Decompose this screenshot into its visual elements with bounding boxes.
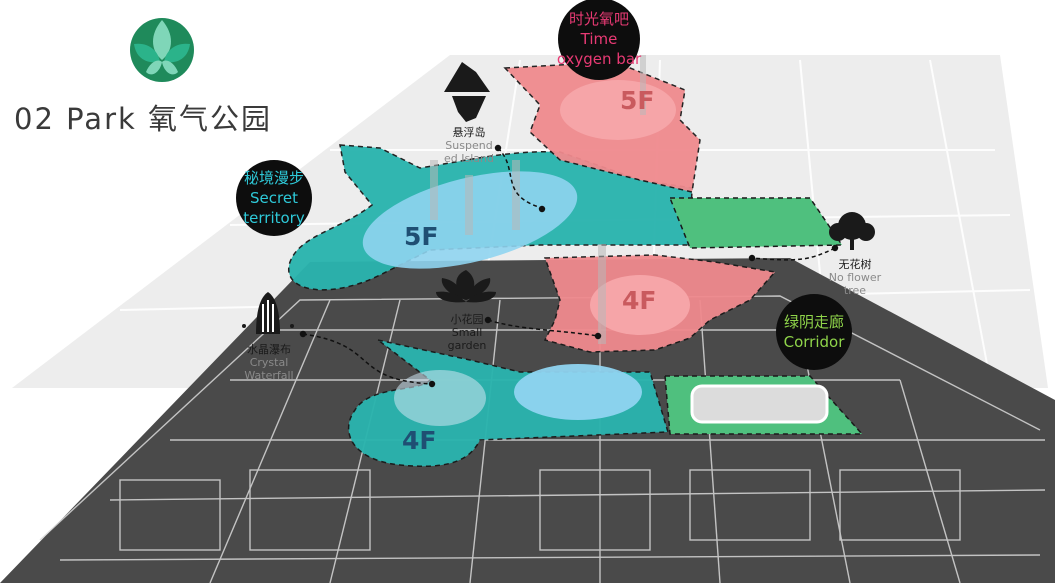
label-en: garden <box>447 339 487 352</box>
label-en: Suspend <box>445 139 493 152</box>
label-en: tree <box>843 284 867 297</box>
bubble-zh: 绿阴走廊 <box>783 313 844 331</box>
green-zone-5f <box>668 197 844 249</box>
bubble-time-oxygen-bar: 时光氧吧 Time oxygen bar <box>556 0 642 80</box>
floor-label-4f-pink: 4F <box>622 286 657 315</box>
waterfall-sculpture-4f <box>394 370 486 426</box>
bubble-secret-territory: 秘境漫步 Secret territory <box>236 160 312 236</box>
glass-columns <box>430 55 646 344</box>
tree-icon <box>829 212 875 250</box>
leader-lines <box>302 147 836 385</box>
bubble-corridor: 绿阴走廊 Corridor <box>776 294 852 370</box>
pool-4f <box>514 364 642 420</box>
floor-label-5f-teal: 5F <box>404 222 439 251</box>
green-leaf-flower-icon <box>130 18 194 82</box>
label-en: Waterfall <box>244 369 294 382</box>
pink-pool-5f <box>560 80 676 140</box>
label-suspended-island: 悬浮岛 Suspend ed Island <box>436 126 502 165</box>
bubble-zh: 时光氧吧 <box>568 10 629 28</box>
leader-dots <box>299 144 839 388</box>
label-zh: 小花园 <box>450 313 484 326</box>
floor-label-5f-pink: 5F <box>620 86 655 115</box>
label-en: ed Island <box>444 152 494 165</box>
bubble-zh: 秘境漫步 <box>243 169 304 187</box>
label-no-flower-tree: 无花树 No flower tree <box>820 258 890 297</box>
bubble-en: Time <box>580 30 618 48</box>
floor-label-4f-teal: 4F <box>402 426 437 455</box>
bubble-en: oxygen bar <box>556 50 642 68</box>
bubble-en: territory <box>243 209 305 227</box>
pink-pool-4f <box>590 275 690 335</box>
label-zh: 水晶瀑布 <box>247 343 291 356</box>
label-zh: 悬浮岛 <box>452 126 486 139</box>
bubble-en: Secret <box>250 189 298 207</box>
label-en: No flower <box>828 271 882 284</box>
label-en: Crystal <box>249 356 289 369</box>
corridor-roof <box>690 384 829 424</box>
mountain-island-icon <box>444 62 490 122</box>
lotus-flower-icon <box>436 270 496 303</box>
label-small-garden: 小花园 Small garden <box>440 313 494 352</box>
crystal-waterfall-icon <box>242 292 294 334</box>
bubble-en: Corridor <box>783 333 845 351</box>
page-title: 02 Park 氧气公园 <box>14 102 273 136</box>
label-en: Small <box>451 326 483 339</box>
label-crystal-waterfall: 水晶瀑布 Crystal Waterfall <box>234 343 304 382</box>
label-zh: 无花树 <box>838 258 872 271</box>
